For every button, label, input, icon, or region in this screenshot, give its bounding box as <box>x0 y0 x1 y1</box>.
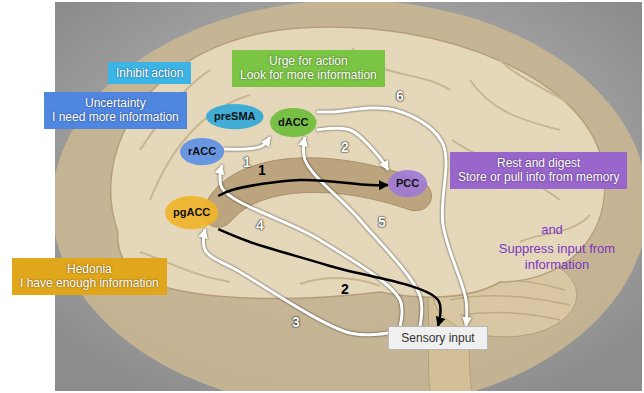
brain-region: rACC <box>180 138 224 165</box>
pathway-arrow <box>218 229 440 326</box>
pathway-arrow <box>304 137 422 326</box>
annotation-text: and <box>541 222 563 238</box>
region-label: pgACC <box>173 206 210 219</box>
region-blob <box>180 138 224 165</box>
region-label: PCC <box>396 177 419 190</box>
brain-region: pgACC <box>165 196 218 229</box>
pathway-arrow <box>203 229 388 335</box>
box-heading: Rest and digest <box>458 156 619 170</box>
callout-box: Urge for actionLook for more information <box>232 50 385 87</box>
callout-number: 2 <box>341 140 349 154</box>
annotation-text: Suppress input from information <box>495 241 619 272</box>
box-heading: Sensory input <box>397 331 479 345</box>
pathway-arrow <box>218 180 388 196</box>
pathway-arrow <box>317 108 467 326</box>
region-label: preSMA <box>214 110 256 123</box>
box-heading: Hedonia <box>20 262 159 276</box>
head-silhouette <box>55 2 642 391</box>
callout-number: 5 <box>378 215 386 229</box>
region-label: rACC <box>188 145 216 158</box>
region-blob <box>206 104 264 129</box>
callout-number: 1 <box>243 155 251 169</box>
pathway-arrow <box>220 165 402 326</box>
region-blob <box>270 108 317 137</box>
box-heading: Inhibit action <box>116 66 183 80</box>
callout-box: Rest and digestStore or pull info from m… <box>450 152 627 189</box>
callout-number: 1 <box>258 163 266 177</box>
pathway-arrow <box>317 128 388 170</box>
callout-number: 2 <box>341 282 349 296</box>
callout-number: 4 <box>256 218 264 232</box>
brain-region: preSMA <box>206 104 264 129</box>
callout-number: 3 <box>292 315 300 329</box>
box-text: Store or pull info from memory <box>458 170 619 184</box>
box-heading: Uncertainty <box>52 96 179 110</box>
callout-box: UncertaintyI need more information <box>44 92 187 129</box>
region-blob <box>388 170 427 197</box>
box-heading: Urge for action <box>240 54 377 68</box>
box-text: I have enough information <box>20 276 159 290</box>
callout-box: Inhibit action <box>108 62 191 84</box>
pathway-arrow <box>224 137 270 149</box>
callout-number: 6 <box>396 89 404 103</box>
brain-region: PCC <box>388 170 427 197</box>
brain-region: dACC <box>270 108 317 137</box>
corpus-callosum <box>204 158 432 227</box>
box-text: I need more information <box>52 110 179 124</box>
region-blob <box>165 196 218 229</box>
region-label: dACC <box>278 116 309 129</box>
box-text: Look for more information <box>240 68 377 82</box>
callout-box: Sensory input <box>388 326 488 350</box>
callout-box: HedoniaI have enough information <box>12 258 167 295</box>
